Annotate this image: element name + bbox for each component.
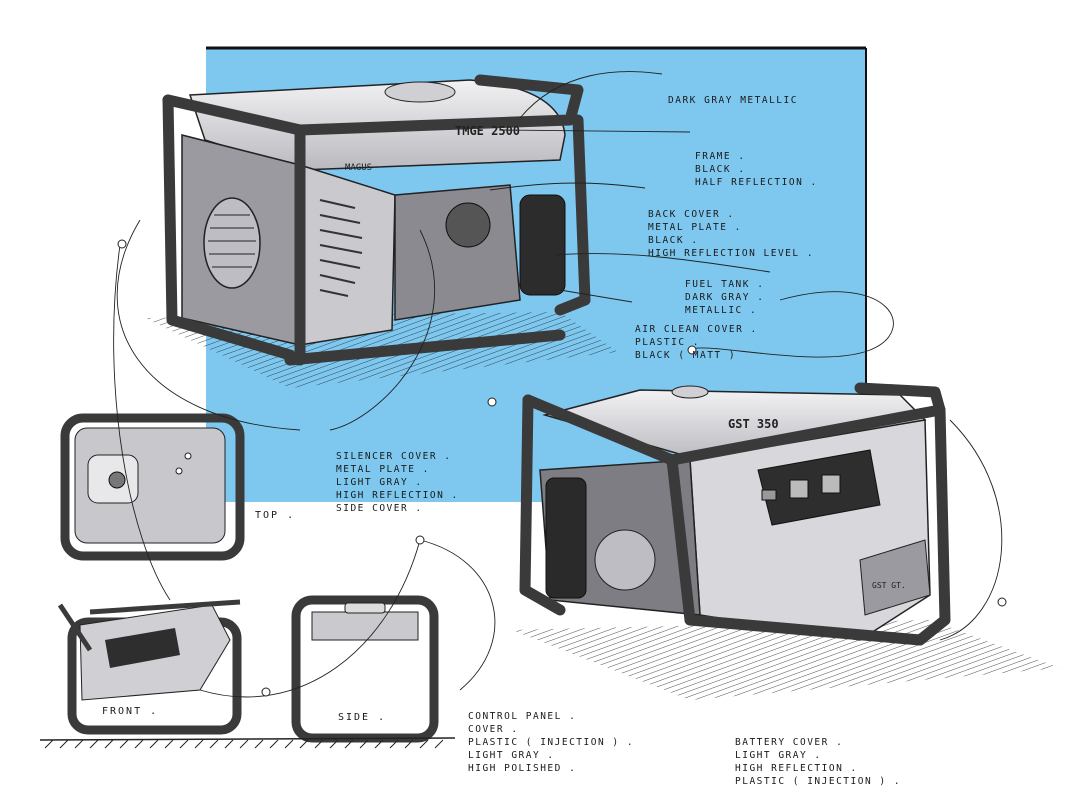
note-back-cover: BACK COVER .METAL PLATE .BLACK .HIGH REF…: [648, 209, 815, 259]
leader-dots: [117, 239, 1007, 697]
main-generator-sketch: TMGE 2500 MAGUS: [145, 74, 618, 388]
note-fuel-tank: FUEL TANK .DARK GRAY .METALLIC .: [685, 279, 765, 316]
second-generator-sketch: GST GT. GST 350: [512, 382, 1060, 700]
leader-lines: [113, 71, 1003, 698]
main-model-badge: TMGE 2500: [455, 124, 520, 138]
top-view-sketch: [60, 413, 245, 561]
note-control-panel-cover: CONTROL PANEL .COVER .PLASTIC ( INJECTIO…: [468, 711, 635, 774]
second-badge: GST GT.: [872, 581, 906, 590]
label-front-view: FRONT .: [102, 706, 159, 717]
note-battery-cover: BATTERY COVER .LIGHT GRAY .HIGH REFLECTI…: [735, 737, 902, 787]
label-top-view: TOP .: [255, 510, 296, 521]
note-dark-gray-metallic: DARK GRAY METALLIC: [668, 95, 798, 106]
front-view-sketch: [57, 599, 242, 735]
label-side-view: SIDE .: [338, 712, 387, 723]
note-silencer-cover: SILENCER COVER .METAL PLATE .LIGHT GRAY …: [336, 451, 459, 514]
note-frame: FRAME .BLACK .HALF REFLECTION .: [695, 151, 818, 188]
note-air-clean-cover: AIR CLEAN COVER .PLASTIC .BLACK ( MATT ): [635, 324, 758, 361]
second-model-badge: GST 350: [728, 417, 779, 431]
ground-hatch: [39, 737, 456, 749]
main-brand-badge: MAGUS: [345, 163, 372, 173]
